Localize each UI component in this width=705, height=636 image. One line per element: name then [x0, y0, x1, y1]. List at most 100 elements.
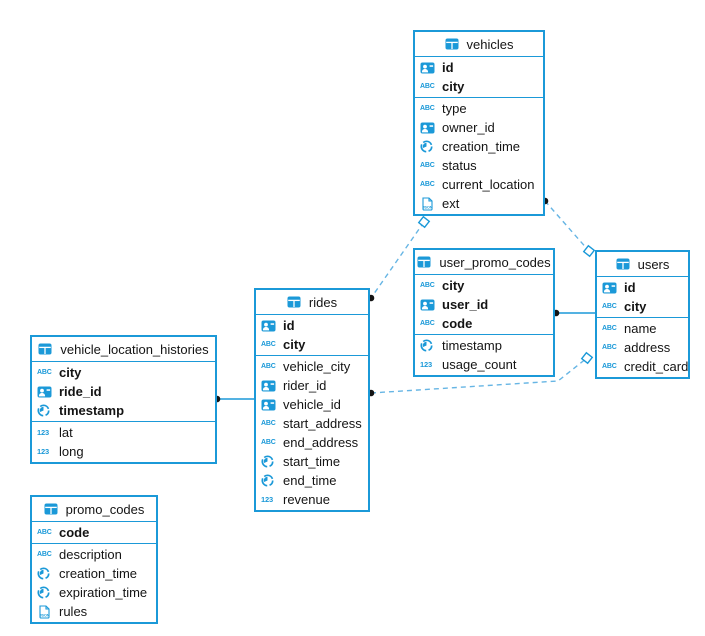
field-label: city [624, 299, 647, 314]
field-label: creation_time [442, 139, 521, 154]
person-badge-icon [602, 282, 617, 293]
field-row-ext: JSON ext [415, 194, 543, 213]
field-type-icon-holder: ABC [37, 548, 54, 562]
field-type-icon-holder: ABC [261, 436, 278, 450]
table-title: user_promo_codes [439, 254, 551, 270]
field-row-city: ABC city [32, 363, 215, 382]
abc-text-icon: ABC [37, 551, 52, 558]
abc-text-icon: ABC [420, 181, 435, 188]
field-row-current_location: ABC current_location [415, 175, 543, 194]
clock-icon [420, 339, 433, 352]
field-row-id: id [415, 58, 543, 77]
field-row-long: 123 long [32, 442, 215, 461]
field-label: description [59, 547, 122, 562]
person-badge-icon [261, 399, 276, 410]
field-label: usage_count [442, 357, 517, 372]
relation-line[interactable] [544, 200, 590, 252]
clock-icon [37, 586, 50, 599]
table-header-users[interactable]: users [597, 252, 688, 277]
table-icon-holder [44, 502, 61, 516]
person-badge-icon [37, 386, 52, 397]
abc-text-icon: ABC [602, 325, 617, 332]
field-row-end_time: end_time [256, 471, 368, 490]
field-row-id: id [256, 316, 368, 335]
table-title: promo_codes [65, 501, 145, 517]
table-grid-icon [417, 256, 431, 268]
table-icon-holder [616, 257, 633, 271]
field-type-icon-holder [37, 404, 54, 418]
table-header-promo_codes[interactable]: promo_codes [32, 497, 156, 522]
table-header-user_promo_codes[interactable]: user_promo_codes [415, 250, 553, 275]
field-type-icon-holder: ABC [261, 338, 278, 352]
table-header-vehicles[interactable]: vehicles [415, 32, 543, 57]
table-grid-icon [38, 343, 52, 355]
field-row-start_time: start_time [256, 452, 368, 471]
relation-line[interactable] [370, 221, 425, 299]
field-label: code [442, 316, 473, 331]
relation-endpoint-diamond [580, 351, 594, 365]
json-document-icon: JSON [39, 604, 50, 619]
abc-text-icon: ABC [420, 162, 435, 169]
svg-text:JSON: JSON [422, 205, 432, 209]
field-type-icon-holder: 123 [37, 426, 54, 440]
field-row-creation_time: creation_time [415, 137, 543, 156]
field-label: ext [442, 196, 460, 211]
json-document-icon: JSON [422, 196, 433, 211]
field-label: type [442, 101, 467, 116]
field-type-icon-holder: ABC [37, 366, 54, 380]
field-label: code [59, 525, 90, 540]
field-type-icon-holder [37, 586, 54, 600]
field-label: end_time [283, 473, 337, 488]
field-label: expiration_time [59, 585, 148, 600]
field-type-icon-holder [261, 398, 278, 412]
field-row-rider_id: rider_id [256, 376, 368, 395]
numeric-123-icon: 123 [37, 446, 49, 456]
abc-text-icon: ABC [602, 363, 617, 370]
abc-text-icon: ABC [261, 420, 276, 427]
field-row-ride_id: ride_id [32, 382, 215, 401]
abc-text-icon: ABC [37, 529, 52, 536]
field-type-icon-holder [261, 319, 278, 333]
field-label: id [283, 318, 295, 333]
field-row-timestamp: timestamp [415, 336, 553, 355]
field-type-icon-holder: 123 [261, 493, 278, 507]
field-row-id: id [597, 278, 688, 297]
field-label: vehicle_id [283, 397, 341, 412]
relation-endpoint-diamond [417, 215, 431, 229]
abc-text-icon: ABC [261, 439, 276, 446]
field-label: owner_id [442, 120, 495, 135]
abc-text-icon: ABC [420, 282, 435, 289]
field-type-icon-holder: 123 [37, 445, 54, 459]
field-label: timestamp [59, 403, 125, 418]
table-icon-holder [287, 295, 304, 309]
field-label: long [59, 444, 84, 459]
field-label: end_address [283, 435, 359, 450]
numeric-123-icon: 123 [420, 359, 432, 369]
field-type-icon-holder: ABC [261, 417, 278, 431]
person-badge-icon [261, 380, 276, 391]
relation-user_promo_codes-users[interactable] [552, 309, 595, 317]
relation-vehicle_location_histories-rides[interactable] [213, 395, 254, 403]
table-header-rides[interactable]: rides [256, 290, 368, 315]
field-label: credit_card [624, 359, 689, 374]
table-header-vehicle_location_histories[interactable]: vehicle_location_histories [32, 337, 215, 362]
field-label: city [59, 365, 82, 380]
clock-icon [261, 455, 274, 468]
clock-icon [37, 404, 50, 417]
field-type-icon-holder: ABC [420, 279, 437, 293]
field-label: current_location [442, 177, 535, 192]
table-title: vehicle_location_histories [60, 341, 209, 357]
